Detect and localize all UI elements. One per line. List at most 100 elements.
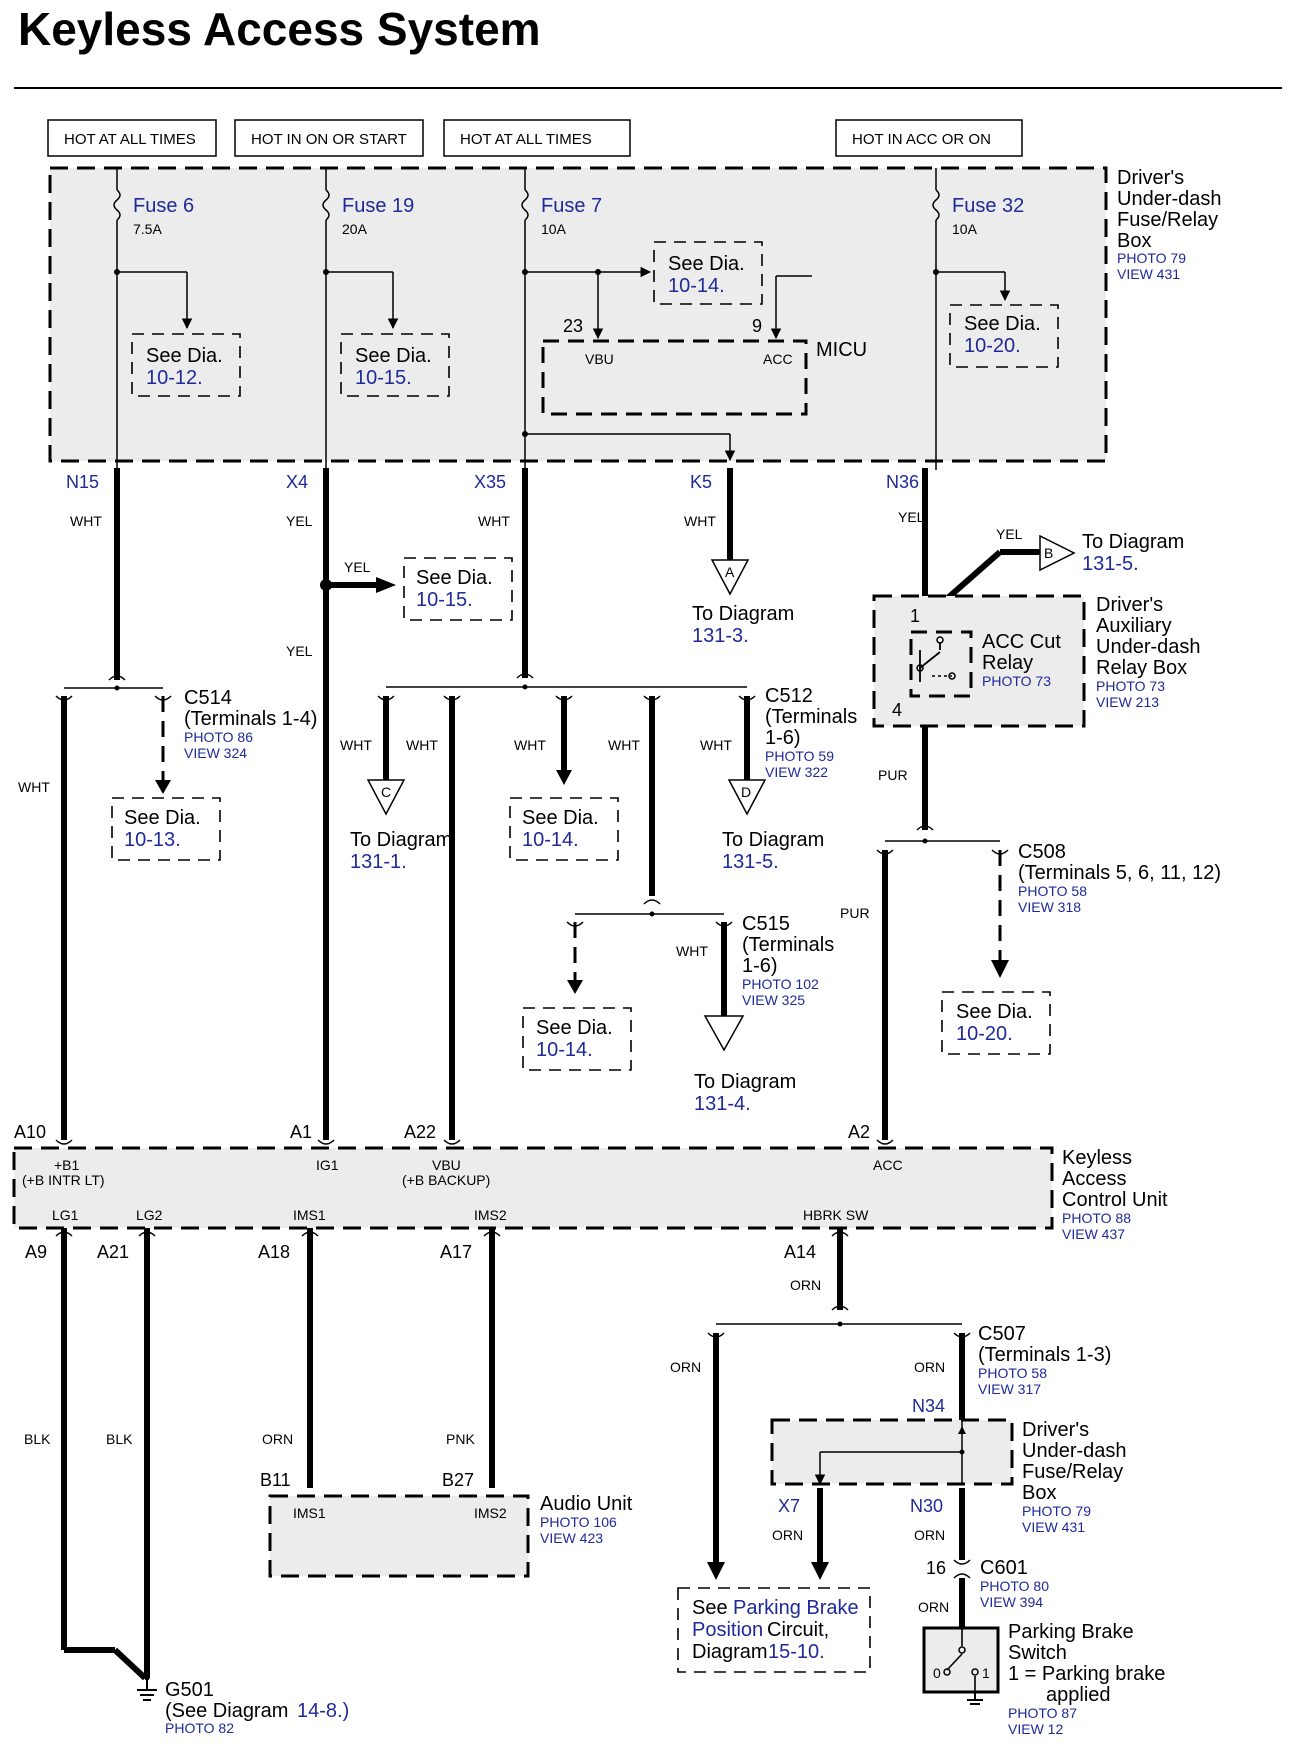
svg-text:applied: applied: [1046, 1684, 1111, 1706]
svg-text:ORN: ORN: [262, 1431, 293, 1447]
see-dia-10-14-a[interactable]: See Dia. 10-14.: [653, 241, 763, 305]
fuse-19-label: Fuse 19: [342, 195, 414, 217]
see-dia-10-14-c[interactable]: See Dia. 10-14.: [522, 1007, 632, 1071]
svg-text:IG1: IG1: [316, 1157, 339, 1173]
to-diagram-d[interactable]: D To Diagram 131-5.: [722, 779, 824, 873]
fuse-labels: Fuse 6 7.5A Fuse 19 20A Fuse 7 10A Fuse …: [133, 195, 1024, 237]
svg-text:WHT: WHT: [608, 737, 640, 753]
svg-text:A10: A10: [14, 1122, 46, 1142]
svg-text:VIEW 325: VIEW 325: [742, 992, 805, 1008]
svg-text:VIEW 318: VIEW 318: [1018, 899, 1081, 915]
svg-text:PHOTO 87: PHOTO 87: [1008, 1705, 1077, 1721]
fuse-7-symbol: [521, 189, 529, 221]
svg-text:WHT: WHT: [70, 513, 102, 529]
svg-text:IMS1: IMS1: [293, 1505, 326, 1521]
svg-text:10-13.: 10-13.: [124, 829, 181, 851]
svg-text:WHT: WHT: [406, 737, 438, 753]
keyless-access-control-unit: A10 A1 A22 A2 +B1 (+B INTR LT) IG1 VBU (…: [12, 1122, 1168, 1262]
svg-text:N34: N34: [912, 1396, 945, 1416]
svg-text:YEL: YEL: [898, 509, 925, 525]
svg-text:PUR: PUR: [878, 767, 908, 783]
svg-text:VIEW 437: VIEW 437: [1062, 1226, 1125, 1242]
svg-text:10-20.: 10-20.: [956, 1023, 1013, 1045]
svg-text:PHOTO 79: PHOTO 79: [1022, 1503, 1091, 1519]
wire-color-labels: WHT YEL YEL YEL WHT WHT YEL YEL WHT WHT …: [18, 509, 1023, 1615]
svg-text:Auxiliary: Auxiliary: [1096, 615, 1172, 637]
svg-text:See Dia.: See Dia.: [536, 1017, 613, 1039]
svg-text:10A: 10A: [541, 221, 567, 237]
svg-text:VIEW 394: VIEW 394: [980, 1594, 1043, 1610]
svg-text:ORN: ORN: [790, 1277, 821, 1293]
fuse-box-internal-wiring: [113, 168, 1011, 470]
svg-text:YEL: YEL: [286, 513, 313, 529]
svg-text:Position: Position: [692, 1619, 763, 1641]
see-dia-10-15-a[interactable]: See Dia. 10-15.: [340, 333, 450, 397]
to-diagram-b[interactable]: B To Diagram 131-5.: [1039, 531, 1184, 575]
svg-text:N30: N30: [910, 1496, 943, 1516]
see-dia-10-20-b[interactable]: See Dia. 10-20.: [941, 991, 1051, 1055]
svg-text:A2: A2: [848, 1122, 870, 1142]
svg-text:VIEW 322: VIEW 322: [765, 764, 828, 780]
svg-text:131-3.: 131-3.: [692, 625, 749, 647]
micu: MICU 23 VBU 9 ACC: [541, 316, 867, 416]
power-label-4: HOT IN ACC OR ON: [852, 131, 991, 148]
svg-text:10-14.: 10-14.: [668, 275, 725, 297]
see-dia-10-20-a[interactable]: See Dia. 10-20.: [949, 304, 1059, 368]
svg-text:To Diagram: To Diagram: [1082, 531, 1184, 553]
svg-text:Driver's: Driver's: [1117, 167, 1184, 189]
svg-text:PHOTO 58: PHOTO 58: [1018, 883, 1087, 899]
svg-text:K5: K5: [690, 472, 712, 492]
svg-text:N36: N36: [886, 472, 919, 492]
svg-text:YEL: YEL: [996, 526, 1023, 542]
c507-label: C507 (Terminals 1-3) PHOTO 58 VIEW 317: [978, 1323, 1111, 1397]
svg-text:Under-dash: Under-dash: [1096, 636, 1201, 658]
svg-text:Switch: Switch: [1008, 1642, 1067, 1664]
see-dia-10-15-b[interactable]: See Dia. 10-15.: [403, 557, 513, 621]
to-diagram-a[interactable]: A To Diagram 131-3.: [692, 559, 794, 647]
svg-text:YEL: YEL: [344, 559, 371, 575]
svg-text:PHOTO 88: PHOTO 88: [1062, 1210, 1131, 1226]
svg-text:10-14.: 10-14.: [536, 1039, 593, 1061]
svg-text:C601: C601: [980, 1557, 1028, 1579]
svg-text:10-15.: 10-15.: [416, 589, 473, 611]
svg-text:1-6): 1-6): [742, 955, 778, 977]
micu-label: MICU: [816, 339, 867, 361]
svg-text:N15: N15: [66, 472, 99, 492]
svg-text:A1: A1: [290, 1122, 312, 1142]
svg-text:+B1: +B1: [54, 1157, 80, 1173]
see-dia-10-13[interactable]: See Dia. 10-13.: [111, 797, 221, 861]
svg-text:See Dia.: See Dia.: [964, 313, 1041, 335]
svg-text:ORN: ORN: [914, 1359, 945, 1375]
to-diagram-c[interactable]: C To Diagram 131-1.: [350, 779, 452, 873]
power-label-2: HOT IN ON OR START: [251, 131, 407, 148]
svg-text:WHT: WHT: [340, 737, 372, 753]
svg-text:X35: X35: [474, 472, 506, 492]
svg-text:VBU: VBU: [585, 351, 614, 367]
see-dia-10-12[interactable]: See Dia. 10-12.: [131, 333, 241, 397]
c515-label: C515 (Terminals 1-6) PHOTO 102 VIEW 325: [742, 913, 834, 1008]
svg-text:VIEW 431: VIEW 431: [1117, 266, 1180, 282]
svg-text:BLK: BLK: [24, 1431, 51, 1447]
svg-text:7.5A: 7.5A: [133, 221, 162, 237]
svg-text:PUR: PUR: [840, 905, 870, 921]
to-diagram-e[interactable]: To Diagram 131-4.: [694, 1015, 796, 1115]
see-dia-10-14-b[interactable]: See Dia. 10-14.: [509, 797, 619, 861]
svg-text:To Diagram: To Diagram: [722, 829, 824, 851]
svg-text:LG2: LG2: [136, 1207, 163, 1223]
svg-text:16: 16: [926, 1558, 946, 1578]
svg-text:10A: 10A: [952, 221, 978, 237]
see-parking-brake-position-circuit[interactable]: See Parking Brake Position Circuit, Diag…: [677, 1587, 871, 1673]
svg-text:VIEW 324: VIEW 324: [184, 745, 247, 761]
aux-relay-box: 1 4 ACC Cut Relay PHOTO 73 Driver's Auxi…: [872, 594, 1201, 728]
svg-text:Parking Brake: Parking Brake: [1008, 1621, 1134, 1643]
svg-text:To Diagram: To Diagram: [350, 829, 452, 851]
svg-text:IMS2: IMS2: [474, 1505, 507, 1521]
svg-text:Fuse/Relay: Fuse/Relay: [1117, 209, 1218, 231]
fuse-6-label: Fuse 6: [133, 195, 194, 217]
svg-text:See Dia.: See Dia.: [416, 567, 493, 589]
svg-text:WHT: WHT: [514, 737, 546, 753]
svg-text:VIEW 431: VIEW 431: [1022, 1519, 1085, 1535]
svg-text:(Terminals: (Terminals: [765, 706, 857, 728]
power-label-3: HOT AT ALL TIMES: [460, 131, 592, 148]
audio-unit: B11 B27 IMS1 IMS2 Audio Unit PHOTO 106 V…: [260, 1470, 633, 1578]
